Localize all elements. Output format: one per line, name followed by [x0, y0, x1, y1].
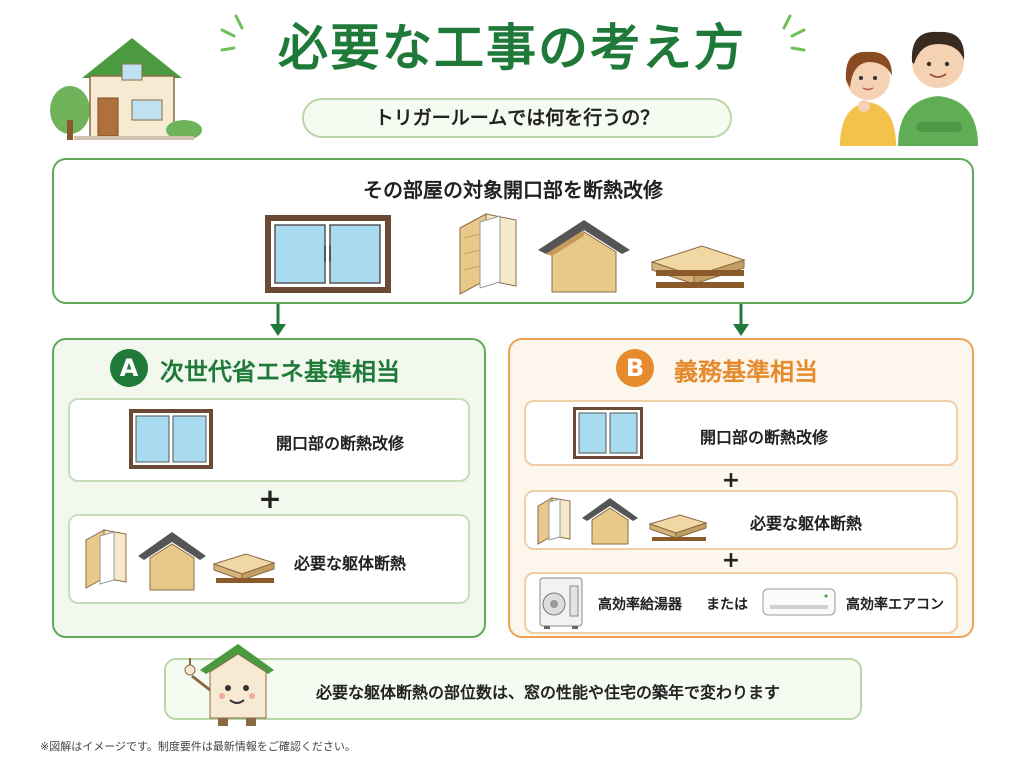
sparkle-right-icon: [782, 14, 806, 52]
water-heater-icon: [539, 577, 583, 629]
air-conditioner-icon: [762, 588, 836, 616]
house-icon: [50, 38, 202, 140]
wall-insulation-icon: [85, 529, 127, 589]
option-a-openings-label: 開口部の断熱改修: [276, 434, 405, 453]
roof-icon: [582, 498, 638, 545]
roof-icon: [538, 220, 630, 293]
option-b-openings-label: 開口部の断熱改修: [700, 428, 829, 447]
footnote: ※図解はイメージです。制度要件は最新情報をご確認ください。: [40, 740, 356, 753]
option-a-badge: A: [110, 349, 148, 387]
floor-icon: [650, 245, 746, 288]
air-conditioner-label: 高効率エアコン: [846, 597, 944, 613]
plus-sign: +: [258, 482, 282, 515]
sparkle-left-icon: [220, 14, 244, 52]
floor-icon: [648, 514, 708, 541]
window-icon: [129, 409, 213, 469]
target-openings-panel: その部屋の対象開口部を断熱改修: [52, 158, 974, 304]
floor-icon: [212, 553, 276, 583]
page-title: 必要な工事の考え方: [278, 19, 746, 77]
note-text: 必要な躯体断熱の部位数は、窓の性能や住宅の築年で変わります: [316, 683, 781, 702]
note-box: [164, 658, 862, 720]
plus-sign: +: [721, 548, 741, 573]
option-a-body-label: 必要な躯体断熱: [294, 554, 407, 573]
option-a-card-body: [68, 514, 470, 604]
option-b-card-equipment: [524, 572, 958, 634]
roof-icon: [138, 532, 206, 591]
window-icon: [573, 407, 643, 459]
water-heater-label: 高効率給湯器: [598, 597, 682, 613]
option-a-title: 次世代省エネ基準相当: [160, 358, 400, 386]
plus-sign: +: [721, 468, 741, 493]
option-b-body-label: 必要な躯体断熱: [750, 514, 863, 533]
top-panel-heading: その部屋の対象開口部を断熱改修: [363, 178, 663, 202]
down-arrow-icon: [733, 304, 749, 336]
or-label: または: [706, 597, 748, 613]
option-b-badge: B: [616, 349, 654, 387]
wall-insulation-icon: [459, 213, 517, 295]
mascot-house-icon: [184, 644, 274, 726]
down-arrow-icon: [270, 304, 286, 336]
window-icon: [265, 215, 391, 293]
option-b-title: 義務基準相当: [674, 358, 818, 386]
subtitle-pill: トリガールームでは何を行うの？: [302, 98, 732, 138]
wall-insulation-icon: [537, 497, 571, 545]
couple-icon: [840, 31, 978, 146]
